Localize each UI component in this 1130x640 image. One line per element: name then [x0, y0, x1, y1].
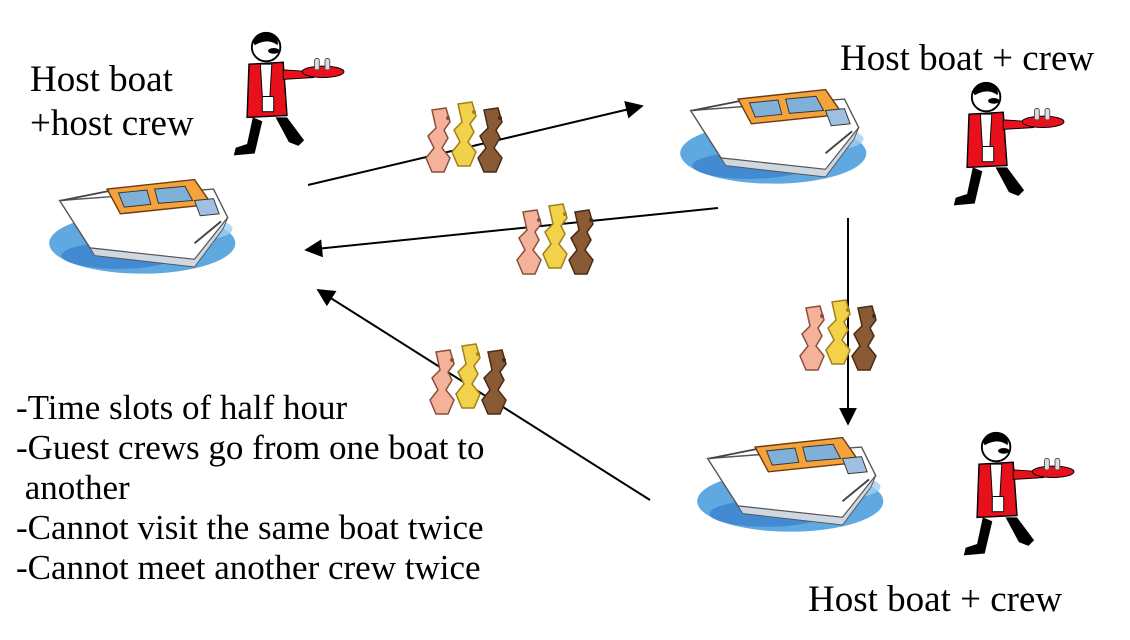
guest-crew-icon [799, 299, 877, 371]
rule-item: -Guest crews go from one boat to [16, 428, 485, 467]
guest-crew-icon [425, 101, 503, 173]
bottom-right-boat-label: Host boat + crew [808, 579, 1063, 620]
boat-icon [48, 178, 237, 275]
top-right-boat-label: Host boat + crew [840, 38, 1095, 79]
left-boat-label: Host boat +host crew [30, 58, 194, 146]
left-boat-label-line2: +host crew [30, 103, 194, 144]
waiter-icon [962, 431, 1075, 557]
rules-list: -Time slots of half hour -Guest crews go… [16, 388, 484, 588]
left-boat-label-line1: Host boat [30, 59, 173, 100]
guest-crew-icon [516, 203, 594, 275]
arrow-left-to-top-right [307, 100, 644, 186]
rule-item: another [16, 468, 130, 507]
waiter-icon [232, 31, 345, 157]
arrow-top-right-to-left [304, 207, 719, 258]
rule-item: -Cannot meet another crew twice [16, 548, 481, 587]
rule-item: -Time slots of half hour [16, 388, 348, 427]
boat-icon [696, 436, 885, 533]
arrow-bottom-right-to-left [316, 289, 651, 501]
waiter-icon [952, 81, 1065, 207]
rule-item: -Cannot visit the same boat twice [16, 508, 484, 547]
boat-icon [679, 88, 868, 185]
